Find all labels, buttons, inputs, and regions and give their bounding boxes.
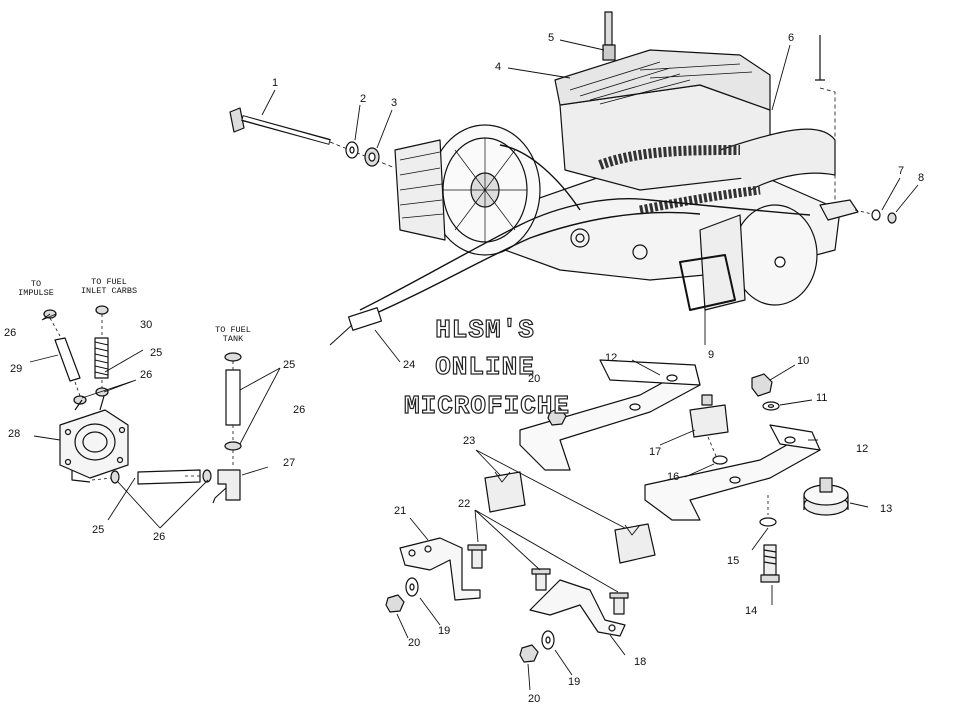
callout-26d[interactable]: 26 — [153, 531, 166, 543]
callout-7[interactable]: 7 — [898, 165, 905, 177]
leader-lines — [29, 39, 919, 691]
callout-21[interactable]: 21 — [394, 505, 407, 517]
callout-20c[interactable]: 20 — [528, 373, 541, 385]
callout-30[interactable]: 30 — [140, 319, 153, 331]
to-fuel-tank-caption: TO FUEL TANK — [215, 325, 251, 344]
callout-27[interactable]: 27 — [283, 457, 296, 469]
callout-20a[interactable]: 20 — [408, 637, 421, 649]
callout-23[interactable]: 23 — [463, 435, 476, 447]
mount-bolt-14 — [759, 495, 780, 583]
callout-26b[interactable]: 26 — [140, 369, 153, 381]
callout-12a[interactable]: 12 — [605, 352, 618, 364]
callout-24[interactable]: 24 — [403, 359, 416, 371]
clip-and-nut — [854, 209, 897, 224]
nuts-and-washers — [385, 407, 567, 663]
bracket-bolts — [467, 544, 629, 615]
callout-2[interactable]: 2 — [360, 93, 367, 105]
callout-15[interactable]: 15 — [727, 555, 740, 567]
mount-nut-washer — [751, 373, 780, 411]
callout-26c[interactable]: 26 — [293, 404, 306, 416]
callout-6[interactable]: 6 — [788, 32, 795, 44]
engine-bolt-assembly — [229, 107, 396, 169]
engine-mount-13 — [803, 477, 849, 516]
rubber-isolator — [689, 394, 729, 465]
callout-5[interactable]: 5 — [548, 32, 555, 44]
fuel-pump-system — [43, 305, 242, 504]
callout-16[interactable]: 16 — [667, 471, 680, 483]
to-impulse-caption: TO IMPULSE — [18, 279, 54, 298]
callout-25b[interactable]: 25 — [283, 359, 296, 371]
callout-10[interactable]: 10 — [797, 355, 810, 367]
callout-25c[interactable]: 25 — [92, 524, 105, 536]
to-fuel-inlet-caption: TO FUEL INLET CARBS — [80, 277, 138, 296]
callout-29[interactable]: 29 — [10, 363, 23, 375]
callout-18[interactable]: 18 — [634, 656, 647, 668]
callout-3[interactable]: 3 — [391, 97, 398, 109]
callout-4[interactable]: 4 — [495, 61, 502, 73]
callout-8[interactable]: 8 — [918, 172, 925, 184]
callout-26a[interactable]: 26 — [4, 327, 17, 339]
support-brackets — [399, 537, 626, 637]
callout-20b[interactable]: 20 — [528, 693, 541, 705]
callout-13[interactable]: 13 — [880, 503, 893, 515]
callout-14[interactable]: 14 — [745, 605, 758, 617]
motor-mount-brackets — [519, 359, 821, 521]
callout-17[interactable]: 17 — [649, 446, 662, 458]
callout-28[interactable]: 28 — [8, 428, 21, 440]
watermark-line-3: MICROFICHE — [403, 390, 571, 421]
callout-9[interactable]: 9 — [708, 349, 715, 361]
dampers — [484, 471, 656, 564]
callout-19a[interactable]: 19 — [438, 625, 451, 637]
callout-22[interactable]: 22 — [458, 498, 471, 510]
watermark-line-2: ONLINE — [435, 351, 535, 382]
callout-12b[interactable]: 12 — [856, 443, 869, 455]
callout-1[interactable]: 1 — [272, 77, 279, 89]
engine-assembly — [329, 11, 859, 346]
watermark-line-1: HLSM'S — [435, 314, 535, 345]
callout-19b[interactable]: 19 — [568, 676, 581, 688]
callout-25a[interactable]: 25 — [150, 347, 163, 359]
callout-11[interactable]: 11 — [816, 392, 828, 404]
